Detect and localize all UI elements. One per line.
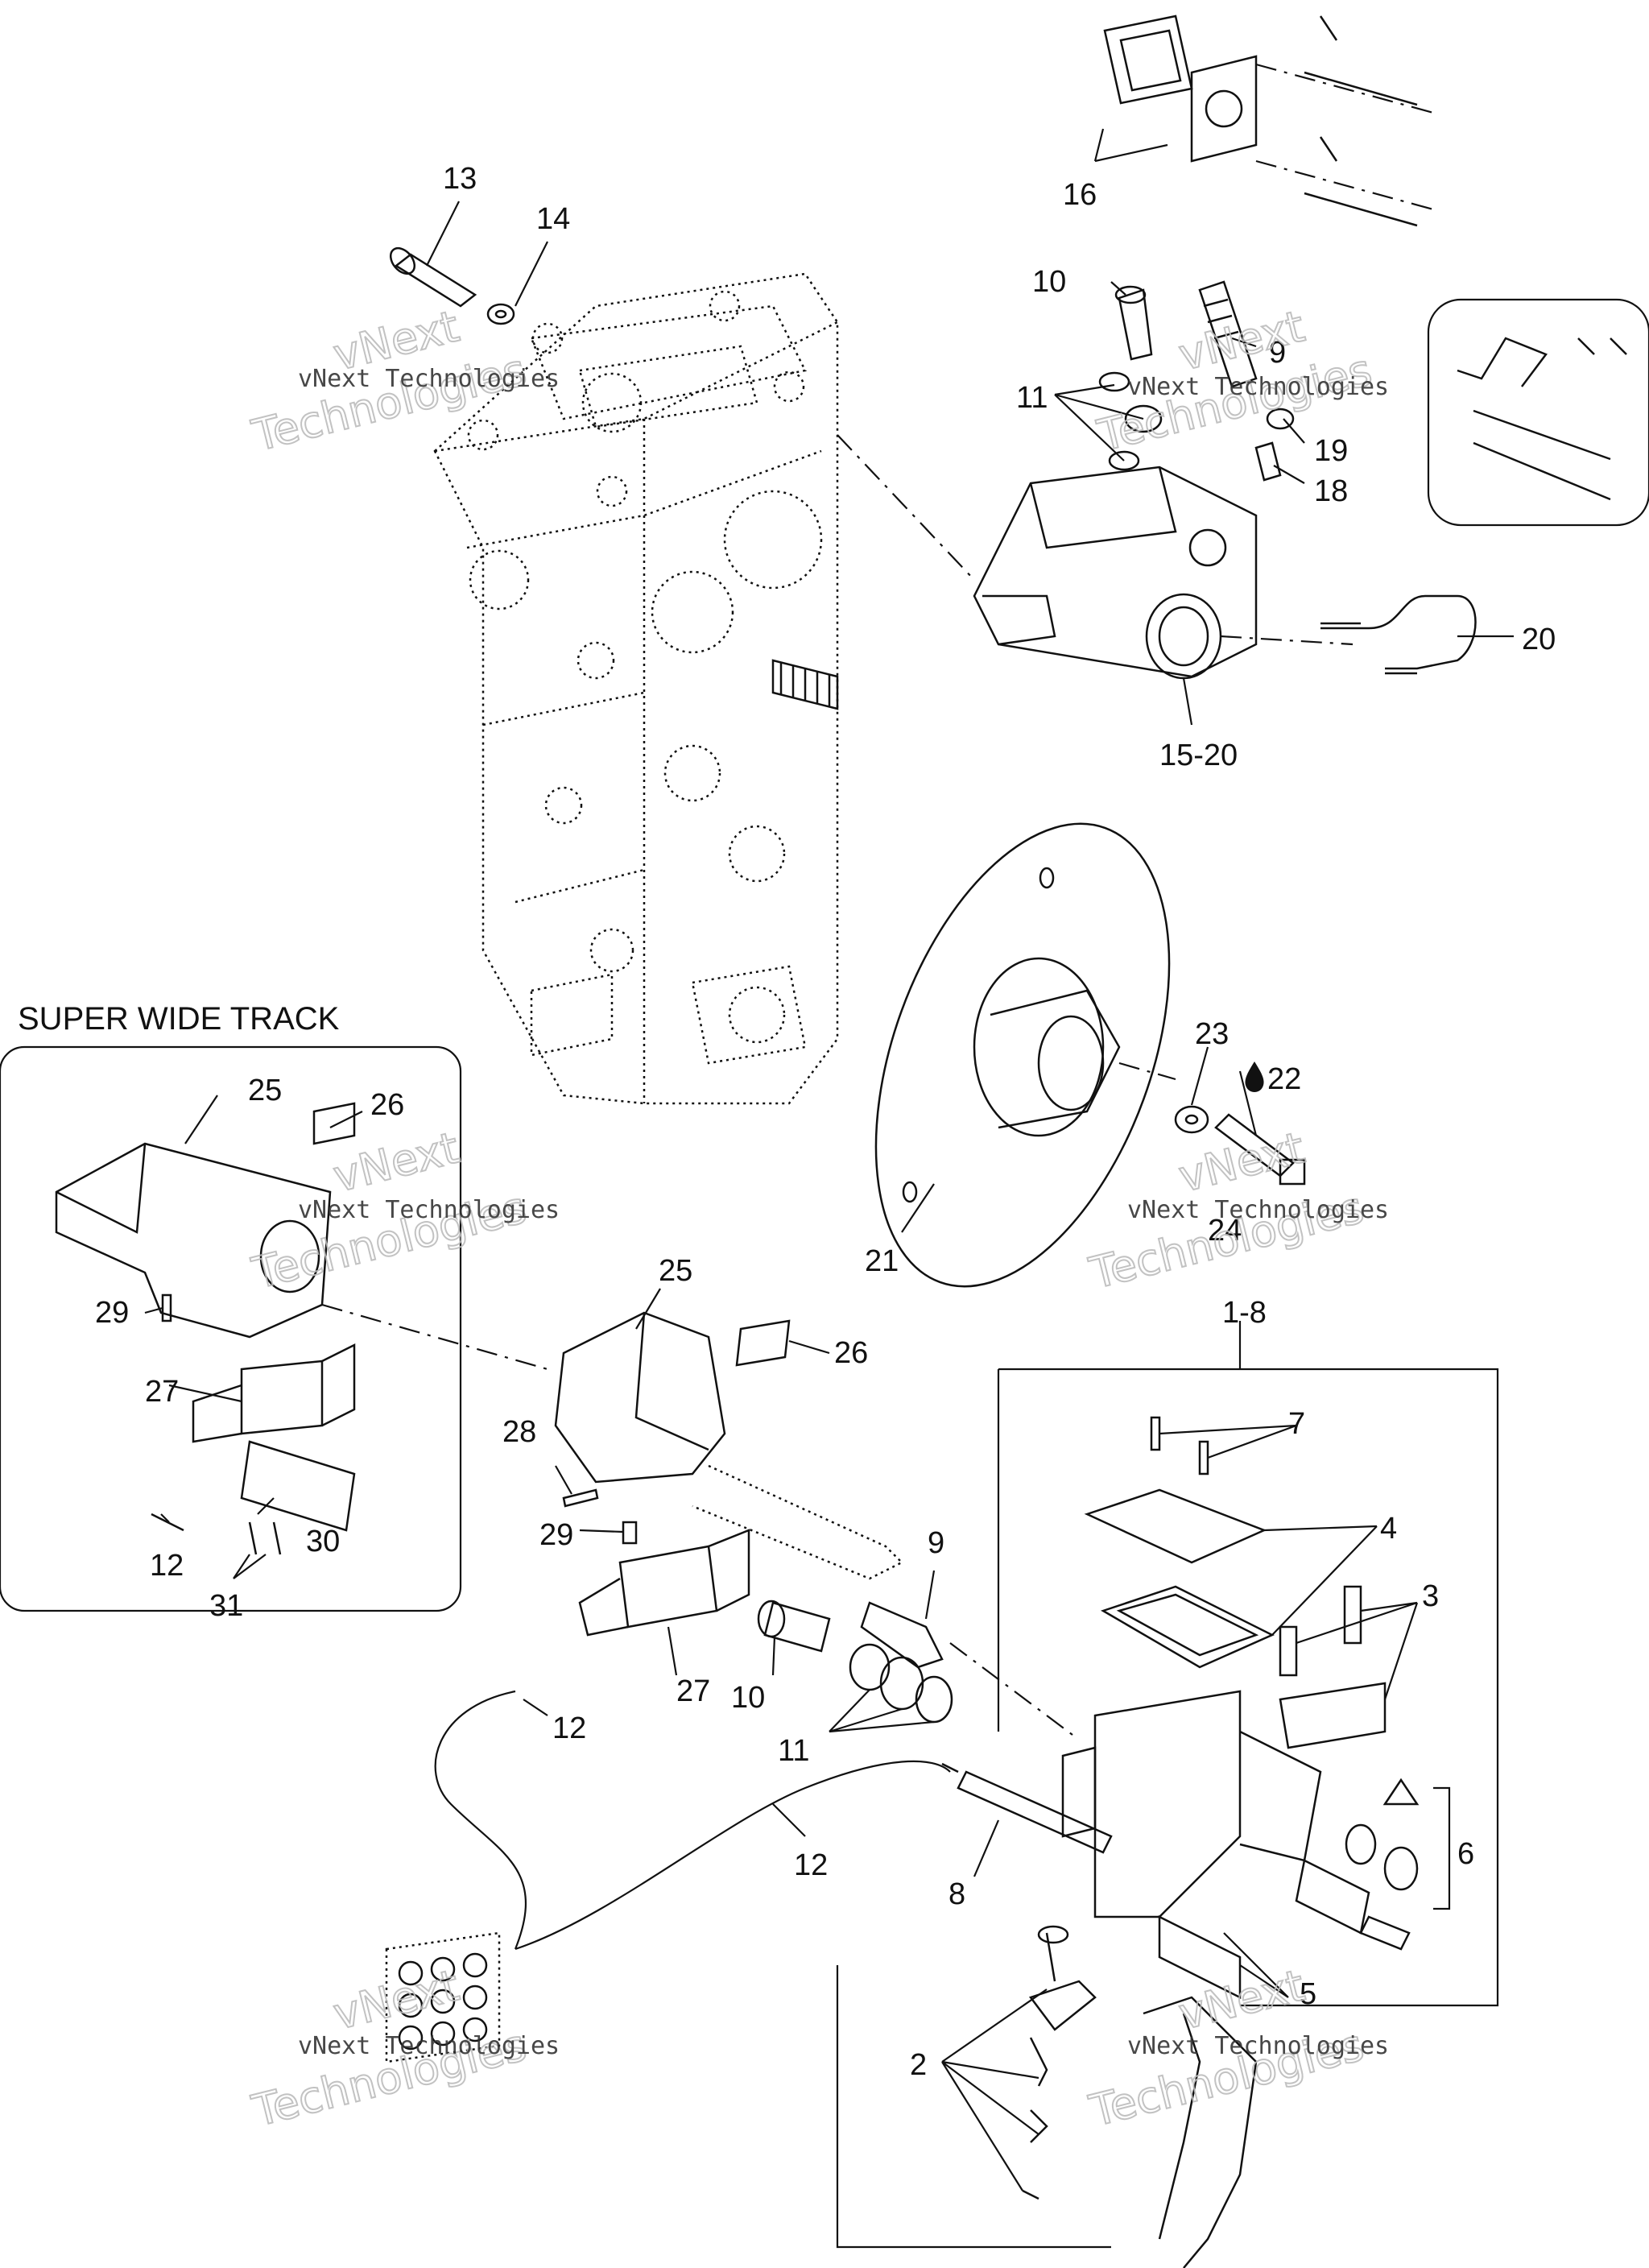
callout-25: 25	[659, 1254, 692, 1288]
watermark-bottom-right: vNext Technologies vNext Technologies	[1084, 1959, 1389, 2138]
brake-light-switch-27	[578, 1529, 750, 1637]
bolt-24	[1214, 1113, 1306, 1186]
watermark-mid-left: vNext Technologies vNext Technologies	[246, 1121, 560, 1300]
callout-12-inset: 12	[150, 1549, 184, 1583]
gearbox-housing	[433, 272, 839, 1105]
oil-drop-icon	[1245, 1062, 1264, 1092]
fitting-19	[1266, 408, 1295, 430]
callout-7: 7	[1288, 1407, 1305, 1441]
callout-31: 31	[209, 1589, 243, 1623]
callout-24: 24	[1208, 1214, 1242, 1248]
callout-13: 13	[443, 162, 477, 196]
callout-5: 5	[1300, 1977, 1316, 2011]
callout-10: 10	[731, 1681, 765, 1715]
svg-text:vNext Technologies: vNext Technologies	[298, 1196, 560, 1224]
callout-25-inset: 25	[248, 1074, 282, 1107]
callout-19: 19	[1314, 434, 1348, 468]
callout-22: 22	[1267, 1062, 1301, 1096]
svg-text:vNext: vNext	[1174, 1960, 1309, 2039]
callout-30: 30	[306, 1525, 340, 1558]
callout-26-inset: 26	[370, 1088, 404, 1122]
callout-18: 18	[1314, 474, 1348, 508]
callout-2: 2	[910, 2048, 927, 2082]
section-title: SUPER WIDE TRACK	[18, 1001, 340, 1037]
hardware-inset-box	[1427, 298, 1649, 527]
callout-11: 11	[778, 1734, 809, 1768]
callout-29: 29	[539, 1518, 573, 1552]
sticker-26	[735, 1319, 791, 1367]
callout-28: 28	[502, 1415, 536, 1449]
callout-9-upper: 9	[1269, 336, 1286, 370]
callout-14: 14	[536, 202, 570, 236]
callout-12-left: 12	[552, 1711, 586, 1745]
callout-8: 8	[948, 1877, 965, 1911]
callout-27: 27	[676, 1674, 710, 1708]
plunger-5	[1295, 1859, 1411, 1951]
brake-caliper	[837, 434, 1354, 680]
watermark-top-left: vNext Technologies vNext Technologies	[246, 300, 560, 462]
callout-23: 23	[1195, 1017, 1229, 1051]
wiring-harness	[434, 1690, 951, 1951]
brake-hose-9-upper	[1198, 280, 1258, 388]
callout-29-inset: 29	[95, 1296, 129, 1330]
callout-20: 20	[1522, 623, 1556, 656]
svg-text:vNext Technologies: vNext Technologies	[298, 365, 560, 393]
svg-text:vNext Technologies: vNext Technologies	[1127, 373, 1389, 401]
callout-11-upper: 11	[1016, 381, 1048, 415]
svg-text:vNext: vNext	[329, 1960, 464, 2039]
callout-26: 26	[834, 1336, 868, 1370]
set-screw-29	[622, 1521, 638, 1545]
master-cylinder-assembly-box	[997, 1321, 1499, 2007]
svg-text:vNext Technologies: vNext Technologies	[1127, 1196, 1389, 1224]
svg-text:vNext: vNext	[329, 1122, 464, 1202]
leader-lines	[144, 128, 1514, 2191]
cover-plate-4	[1084, 1488, 1275, 1669]
callout-3: 3	[1422, 1579, 1439, 1613]
washer-14	[486, 303, 515, 325]
brake-line-20	[1320, 594, 1477, 675]
super-wide-track-inset	[0, 1045, 548, 1612]
callout-9: 9	[928, 1526, 944, 1560]
callout-16: 16	[1063, 178, 1097, 212]
callout-6: 6	[1457, 1837, 1474, 1871]
brake-pads-16	[1103, 14, 1434, 227]
screws-7	[1150, 1416, 1209, 1475]
callout-21: 21	[865, 1244, 899, 1278]
callout-10-upper: 10	[1032, 265, 1066, 299]
callout-27-inset: 27	[145, 1375, 179, 1409]
washer-23	[1174, 1105, 1209, 1134]
piston-8	[941, 1762, 1113, 1854]
callout-12-right: 12	[794, 1848, 828, 1882]
svg-text:vNext: vNext	[1174, 1122, 1309, 1202]
bleeder-18	[1254, 441, 1282, 482]
banjo-bolt-10-upper	[1114, 285, 1153, 361]
bolt-13	[389, 246, 477, 308]
callout-1-8: 1-8	[1222, 1296, 1267, 1330]
clamp-screws-3	[1279, 1585, 1387, 1749]
brake-hose-9-lower	[860, 1601, 944, 1669]
brake-lever-2	[836, 1925, 1258, 2268]
sight-glass-6	[1345, 1778, 1451, 1910]
callout-numbers: 13 14 16 10 9 11 19 18 20 15-20 23 22 24…	[95, 162, 1556, 2082]
washers-11-upper	[1098, 371, 1163, 471]
banjo-bolt-10-lower	[757, 1600, 831, 1653]
master-cylinder-body	[949, 1642, 1322, 2000]
multi-pin-connector	[385, 1931, 501, 2063]
handle-cover-25	[554, 1311, 904, 1580]
callout-4: 4	[1380, 1512, 1397, 1546]
brake-disc-21	[874, 822, 1176, 1288]
watermark-bottom-left: vNext Technologies vNext Technologies	[246, 1959, 560, 2138]
watermark-mid-right: vNext Technologies vNext Technologies	[1084, 1121, 1389, 1300]
svg-text:vNext Technologies: vNext Technologies	[1127, 2032, 1389, 2060]
callout-15-20: 15-20	[1159, 739, 1238, 772]
screw-28	[562, 1488, 599, 1508]
svg-text:vNext Technologies: vNext Technologies	[298, 2032, 560, 2060]
